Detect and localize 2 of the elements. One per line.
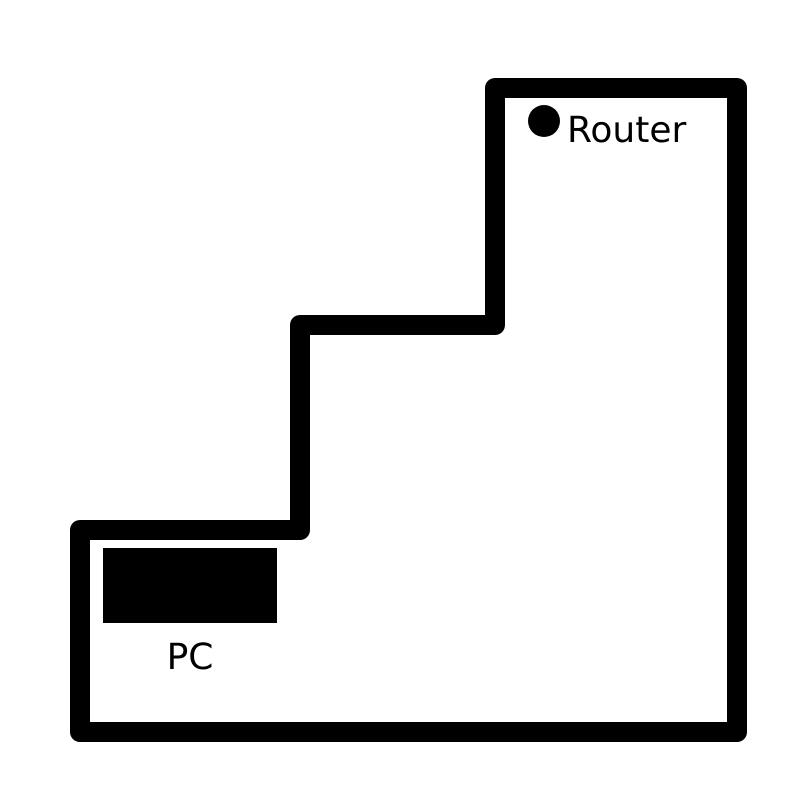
device-label: PC — [166, 640, 214, 676]
device-label: Router — [567, 113, 686, 149]
